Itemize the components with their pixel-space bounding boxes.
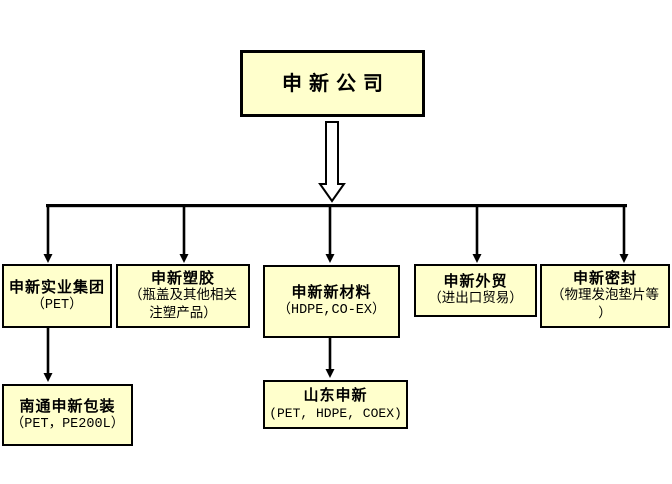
org-box-subtitle: （瓶盖及其他相关 注塑产品） <box>129 288 237 322</box>
org-box-branch-mifeng: 申新密封 （物理发泡垫片等 ） <box>540 264 670 328</box>
org-box-root: 申新公司 <box>240 50 425 117</box>
org-box-subtitle: （进出口贸易） <box>428 292 523 307</box>
org-box-title: 申新塑胶 <box>150 269 215 287</box>
trunk-line <box>46 204 627 208</box>
org-box-subtitle: （PET，PE200L） <box>10 416 125 432</box>
org-box-branch-waimao: 申新外贸 （进出口贸易） <box>414 264 537 317</box>
org-box-title: 申新实业集团 <box>8 278 105 296</box>
down-arrow-icon <box>318 121 346 203</box>
org-box-title: 申新密封 <box>572 269 637 287</box>
org-box-child-nantong-baozhuang: 南通申新包装 （PET，PE200L） <box>2 384 133 446</box>
org-box-title: 申新公司 <box>282 72 390 95</box>
org-box-subtitle: （HDPE,CO-EX） <box>277 303 386 318</box>
org-box-child-shandong-shenxin: 山东申新 (PET, HDPE, COEX) <box>263 380 408 429</box>
org-box-subtitle: （PET） <box>31 297 83 313</box>
org-box-title: 申新新材料 <box>291 284 372 301</box>
org-box-title: 申新外贸 <box>443 273 508 290</box>
org-box-branch-xincailiao: 申新新材料 （HDPE,CO-EX） <box>263 265 400 338</box>
org-box-branch-sujiao: 申新塑胶 （瓶盖及其他相关 注塑产品） <box>116 264 250 328</box>
org-box-title: 南通申新包装 <box>19 397 116 415</box>
org-box-subtitle: （物理发泡垫片等 ） <box>551 288 659 322</box>
org-box-subtitle: (PET, HDPE, COEX) <box>269 406 402 421</box>
org-box-branch-shiye-group: 申新实业集团 （PET） <box>2 264 112 328</box>
org-box-title: 山东申新 <box>303 387 368 404</box>
